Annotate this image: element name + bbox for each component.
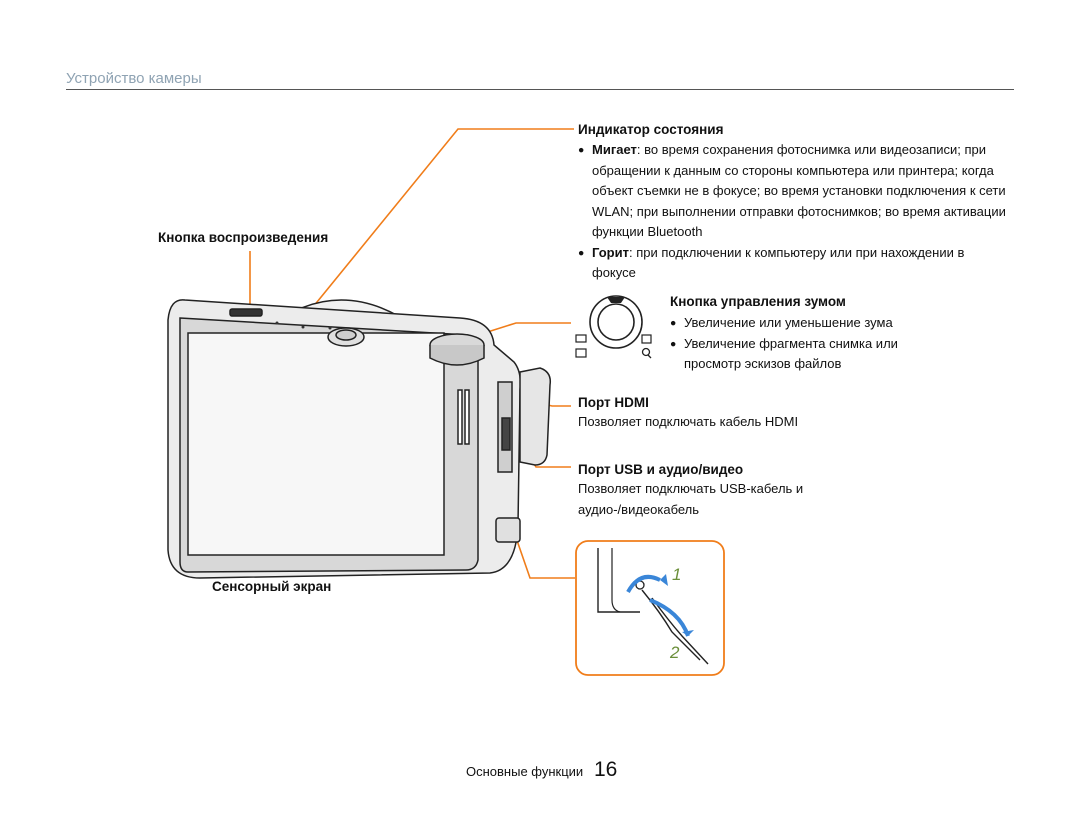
camera-body xyxy=(167,299,552,579)
status-blink-text: : во время сохранения фотоснимка или вид… xyxy=(592,142,1006,239)
hdmi-port-block: Порт HDMI Позволяет подключать кабель HD… xyxy=(578,395,878,433)
usb-port-block: Порт USB и аудио/видео Позволяет подключ… xyxy=(578,462,838,520)
zoom-item-2: Увеличение фрагмента снимка или просмотр… xyxy=(670,334,940,375)
zoom-item-1: Увеличение или уменьшение зума xyxy=(670,313,940,334)
strap-step-2: 2 xyxy=(670,643,680,662)
section-title: Устройство камеры xyxy=(66,70,202,87)
status-indicator-title: Индикатор состояния xyxy=(578,122,724,137)
page-number: 16 xyxy=(594,758,618,781)
status-blink-term: Мигает xyxy=(592,142,637,157)
status-lit-text: : при подключении к компьютеру или при н… xyxy=(592,244,965,281)
usb-port-title: Порт USB и аудио/видео xyxy=(578,462,744,477)
header-rule xyxy=(66,89,1014,90)
status-lit-item: Горит: при подключении к компьютеру или … xyxy=(578,243,1008,284)
status-indicator-block: Индикатор состояния Мигает: во время сох… xyxy=(578,122,1008,284)
usb-port-desc: Позволяет подключать USB-кабель и аудио-… xyxy=(578,481,804,517)
zoom-dial-diagram xyxy=(575,295,652,359)
strap-inset xyxy=(575,540,725,676)
status-blink-item: Мигает: во время сохранения фотоснимка и… xyxy=(578,140,1008,243)
zoom-button-block: Кнопка управления зумом Увеличение или у… xyxy=(670,294,940,375)
touch-screen-label: Сенсорный экран xyxy=(212,579,332,594)
strap-step-1: 1 xyxy=(672,565,682,584)
hdmi-port-title: Порт HDMI xyxy=(578,395,649,410)
hdmi-port-desc: Позволяет подключать кабель HDMI xyxy=(578,414,799,429)
playback-button-label: Кнопка воспроизведения xyxy=(158,230,329,245)
zoom-button-title: Кнопка управления зумом xyxy=(670,294,846,309)
footer-section: Основные функции xyxy=(466,764,584,779)
status-lit-term: Горит xyxy=(592,244,629,260)
